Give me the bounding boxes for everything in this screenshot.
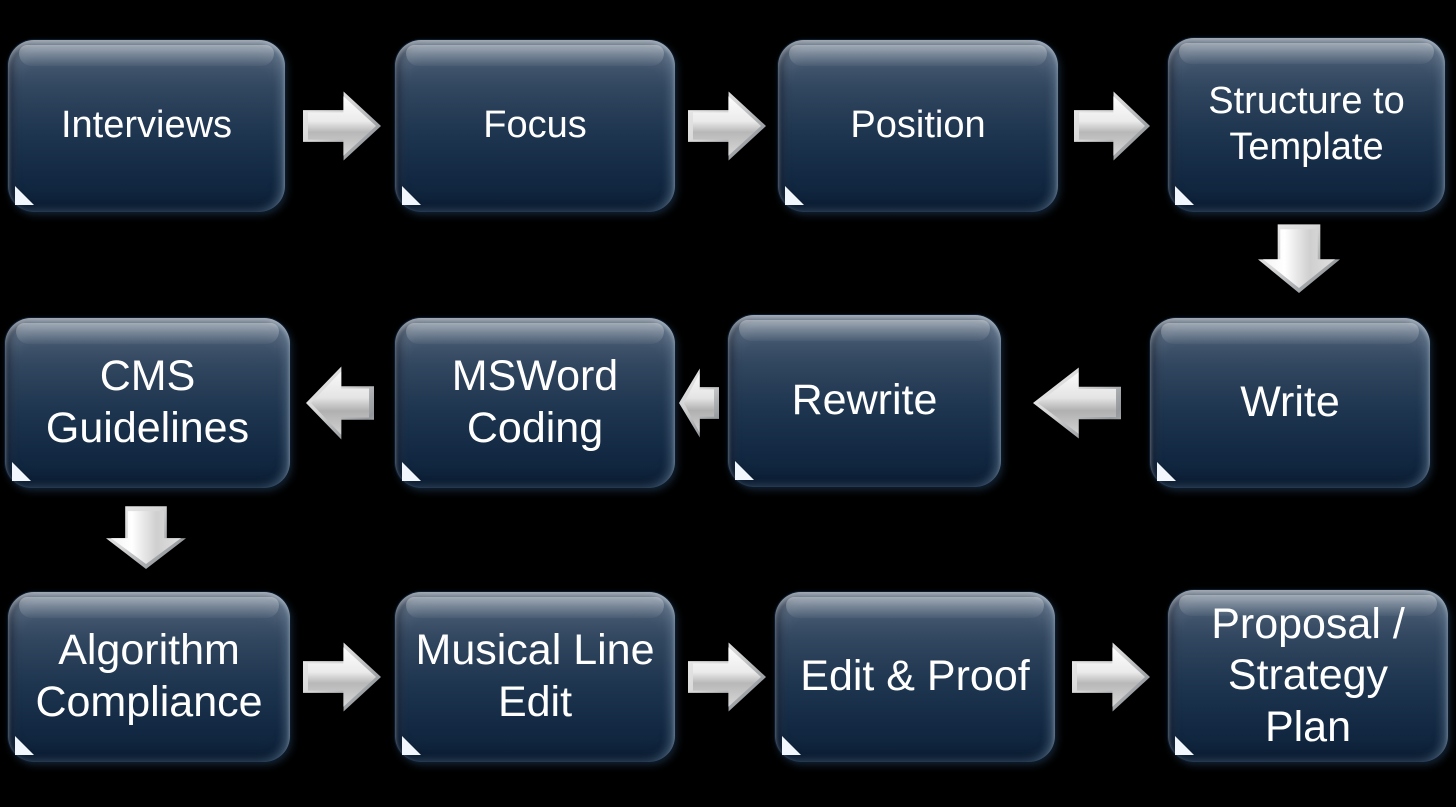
right-arrow-icon-highlight [693, 96, 761, 156]
arrow-structure-to-write [1258, 223, 1340, 293]
flow-step-label: Edit & Proof [800, 652, 1030, 701]
left-arrow-icon-highlight [311, 371, 369, 435]
flow-step-label: Focus [483, 104, 587, 147]
left-arrow-icon-highlight [684, 373, 714, 433]
flow-step-focus[interactable]: Focus [395, 40, 675, 212]
arrow-msword-to-cms [306, 365, 374, 441]
flow-step-position[interactable]: Position [778, 40, 1058, 212]
flow-step-cms-guidelines[interactable]: CMS Guidelines [5, 318, 290, 488]
flow-step-proposal-strategy-plan[interactable]: Proposal / Strategy Plan [1168, 590, 1448, 762]
flow-step-musical-line-edit[interactable]: Musical Line Edit [395, 592, 675, 762]
arrow-write-to-rewrite [1033, 366, 1121, 440]
arrow-edit-to-proposal [1072, 641, 1150, 713]
arrow-position-to-structure [1074, 90, 1150, 162]
flow-step-label: MSWord Coding [451, 352, 619, 452]
flow-step-label: Interviews [60, 104, 233, 147]
flow-step-label: Algorithm Compliance [35, 626, 263, 726]
arrow-musical-to-edit [688, 641, 766, 713]
flow-step-label: Position [850, 104, 986, 147]
down-arrow-icon-highlight [111, 511, 181, 564]
flow-step-structure-to-template[interactable]: Structure to Template [1168, 38, 1445, 212]
right-arrow-icon-highlight [1079, 96, 1145, 156]
flow-step-label: Proposal / Strategy Plan [1211, 599, 1405, 751]
right-arrow-icon-highlight [693, 647, 761, 707]
flow-step-edit-and-proof[interactable]: Edit & Proof [775, 592, 1055, 762]
flow-step-label: Write [1240, 378, 1340, 427]
down-arrow-icon-highlight [1263, 229, 1335, 288]
arrow-algorithm-to-musical [303, 641, 381, 713]
flow-step-label: CMS Guidelines [45, 352, 250, 452]
right-arrow-icon-highlight [1077, 647, 1145, 707]
arrow-rewrite-to-msword [679, 367, 719, 439]
arrow-interviews-to-focus [303, 90, 381, 162]
flow-step-msword-coding[interactable]: MSWord Coding [395, 318, 675, 488]
right-arrow-icon-highlight [308, 96, 376, 156]
flow-step-interviews[interactable]: Interviews [8, 40, 285, 212]
flow-step-algorithm-compliance[interactable]: Algorithm Compliance [8, 592, 290, 762]
flow-step-write[interactable]: Write [1150, 318, 1430, 488]
flow-step-label: Structure to Template [1208, 80, 1405, 168]
arrow-focus-to-position [688, 90, 766, 162]
flow-step-rewrite[interactable]: Rewrite [728, 315, 1001, 487]
flow-step-label: Musical Line Edit [415, 626, 655, 726]
left-arrow-icon-highlight [1038, 372, 1116, 434]
right-arrow-icon-highlight [308, 647, 376, 707]
arrow-cms-to-algorithm [106, 505, 186, 569]
flow-step-label: Rewrite [791, 376, 938, 425]
